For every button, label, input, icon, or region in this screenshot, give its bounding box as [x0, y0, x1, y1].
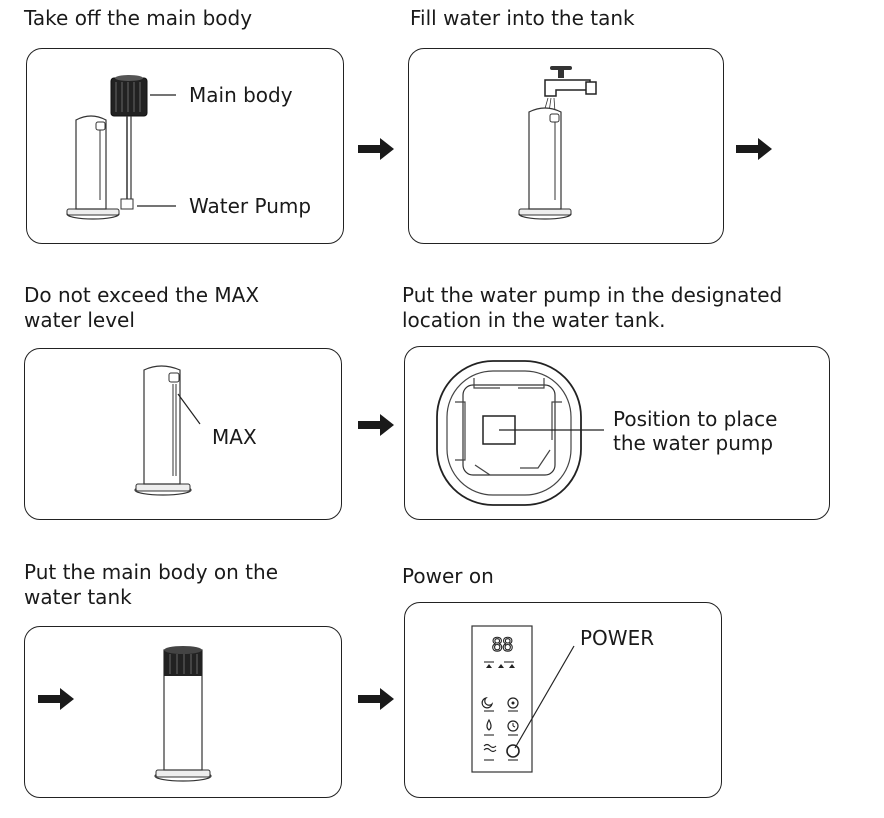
right-arrow-icon [358, 414, 394, 436]
step5-caption: Put the main body on the water tank [24, 560, 278, 610]
mist-icon [483, 743, 497, 753]
right-arrow-icon [38, 688, 74, 710]
right-arrow-icon [358, 138, 394, 160]
step5-caption-line2: water tank [24, 585, 132, 609]
timer-icon [507, 720, 519, 732]
step3-caption-line1: Do not exceed the MAX [24, 283, 260, 307]
step1-caption: Take off the main body [24, 6, 253, 30]
step4-caption: Put the water pump in the designated loc… [402, 283, 782, 333]
faucet-icon [543, 66, 597, 113]
water-pump-label: Water Pump [189, 194, 312, 218]
step3-caption: Do not exceed the MAX water level [24, 283, 259, 333]
position-label-line2: the water pump [613, 431, 774, 455]
step4-caption-line2: location in the water tank. [402, 308, 666, 332]
step2-caption: Fill water into the tank [410, 6, 635, 30]
display-digits: 88 [491, 633, 514, 656]
night-mode-icon [481, 696, 494, 709]
fan-speed-icon [507, 697, 519, 709]
position-label-line1: Position to place [613, 407, 778, 431]
step3-caption-line2: water level [24, 308, 135, 332]
step6-caption: Power on [402, 564, 494, 588]
step5-caption-line1: Put the main body on the [24, 560, 279, 584]
step4-caption-line1: Put the water pump in the designated [402, 283, 783, 307]
right-arrow-icon [358, 688, 394, 710]
power-label: POWER [580, 626, 655, 650]
humidity-icon [486, 718, 492, 731]
step6-panel [404, 602, 722, 798]
right-arrow-icon [736, 138, 772, 160]
power-button-icon [506, 744, 520, 758]
max-label: MAX [212, 425, 257, 449]
main-body-label: Main body [189, 83, 293, 107]
